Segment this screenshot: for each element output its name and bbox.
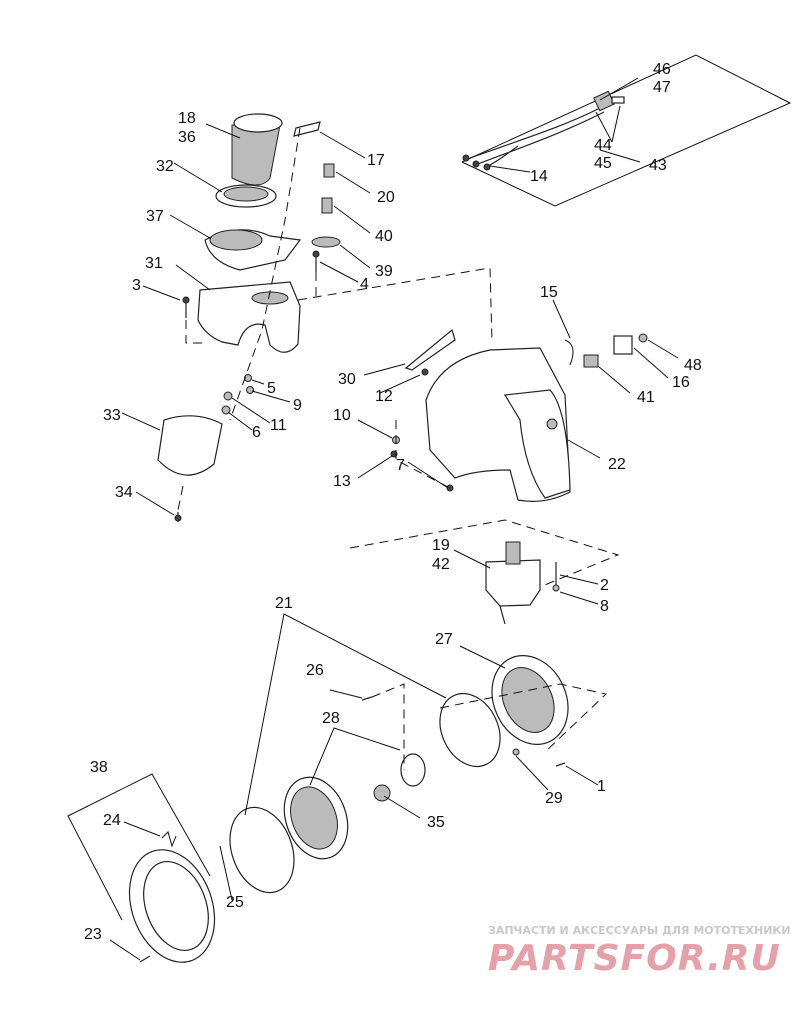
callout-34: 34: [115, 484, 133, 501]
callout-31: 31: [145, 255, 163, 272]
callout-46: 46: [653, 61, 671, 78]
callout-33: 33: [103, 407, 121, 424]
callout-27: 27: [435, 631, 453, 648]
callout-3: 3: [132, 277, 141, 294]
callout-32: 32: [156, 158, 174, 175]
callout-10: 10: [333, 407, 351, 424]
callout-29: 29: [545, 790, 563, 807]
callout-28: 28: [322, 710, 340, 727]
callout-45: 45: [594, 155, 612, 172]
callout-9: 9: [293, 397, 302, 414]
callout-18: 18: [178, 110, 196, 127]
callout-11: 11: [270, 417, 287, 434]
callout-20: 20: [377, 189, 395, 206]
callout-15: 15: [540, 284, 558, 301]
callout-21: 21: [275, 595, 293, 612]
callout-23: 23: [84, 926, 102, 943]
callout-6: 6: [252, 424, 261, 441]
callout-5: 5: [267, 380, 276, 397]
leader-lines: [67, 77, 679, 961]
callout-37: 37: [146, 208, 164, 225]
callout-1: 1: [597, 778, 606, 795]
callout-41: 41: [637, 389, 655, 406]
nacelle-assembly: [297, 267, 648, 601]
callout-4: 4: [360, 276, 369, 293]
callout-16: 16: [672, 374, 690, 391]
clamp-bracket: [485, 541, 560, 625]
watermark-brand: PARTSFOR.RU: [488, 938, 781, 979]
callout-25: 25: [226, 894, 244, 911]
instrument-assembly: [157, 113, 341, 522]
callout-12: 12: [375, 388, 393, 405]
callout-8: 8: [600, 598, 609, 615]
callout-22: 22: [608, 456, 626, 473]
callout-43: 43: [649, 157, 667, 174]
callout-2: 2: [600, 577, 609, 594]
headlamp-assembly: [128, 655, 608, 963]
callout-47: 47: [653, 79, 671, 96]
watermark-tagline: ЗАПЧАСТИ И АКСЕССУАРЫ ДЛЯ МОТОТЕХНИКИ: [488, 924, 791, 937]
callout-24: 24: [103, 812, 121, 829]
callout-39: 39: [375, 263, 393, 280]
callout-17: 17: [367, 152, 385, 169]
callout-44: 44: [594, 137, 612, 154]
callout-labels: 1 2 3 4 5 6 7 8 9 10 11 12 13 14 15 16 1…: [84, 61, 702, 943]
callout-35: 35: [427, 814, 445, 831]
callout-30: 30: [338, 371, 356, 388]
callout-48: 48: [684, 357, 702, 374]
callout-7: 7: [396, 457, 405, 474]
callout-14: 14: [530, 168, 548, 185]
watermark: ЗАПЧАСТИ И АКСЕССУАРЫ ДЛЯ МОТОТЕХНИКИ PA…: [488, 924, 791, 979]
callout-13: 13: [333, 473, 351, 490]
callout-36: 36: [178, 129, 196, 146]
callout-19: 19: [432, 537, 450, 554]
wiring-harness: [461, 54, 792, 207]
callout-40: 40: [375, 228, 393, 245]
callout-42: 42: [432, 556, 450, 573]
callout-38: 38: [90, 759, 108, 776]
callout-26: 26: [306, 662, 324, 679]
